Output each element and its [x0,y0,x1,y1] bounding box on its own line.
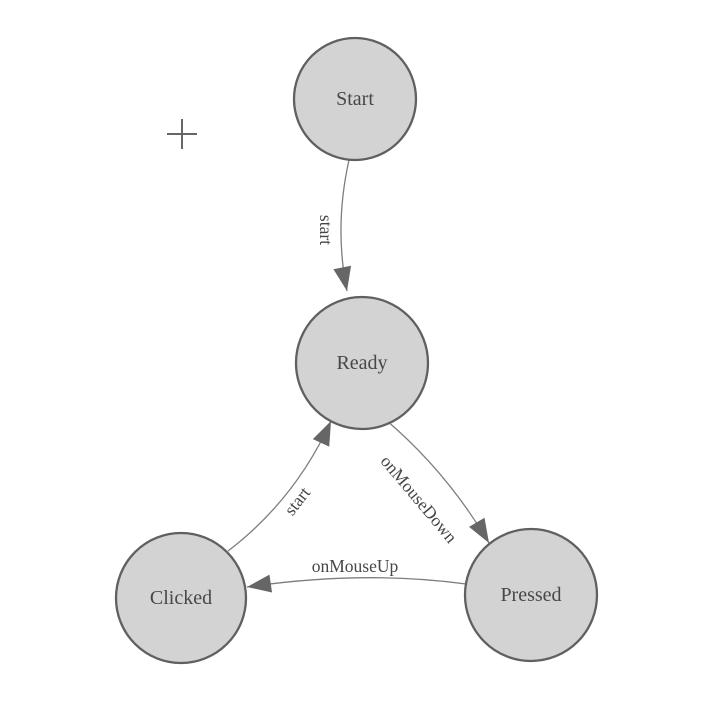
state-label-clicked: Clicked [150,587,212,609]
edge-line [227,420,332,552]
state-circle [292,36,418,162]
transition-edge-clicked-to-ready[interactable]: start [227,420,332,552]
edge-label-ready-to-pressed: onMouseDown [377,451,462,547]
arrowhead-icon [247,574,273,593]
arrowhead-icon [333,265,352,291]
transition-edge-ready-to-pressed[interactable]: onMouseDown [377,419,490,547]
edge-label-start-to-ready: start [316,215,336,245]
state-node-start[interactable]: Start [292,36,418,162]
arrowhead-icon [469,517,489,543]
state-circle [463,527,599,663]
state-node-ready[interactable]: Ready [294,295,430,431]
edge-label-pressed-to-clicked: onMouseUp [312,556,399,576]
edge-label-clicked-to-ready: start [280,483,314,519]
edge-line [246,577,467,588]
arrowhead-icon [312,421,331,447]
crosshair-icon [167,119,197,149]
state-label-start: Start [336,88,374,110]
state-circle [114,531,248,665]
state-label-pressed: Pressed [500,584,561,606]
state-label-ready: Ready [336,352,387,374]
state-circle [294,295,430,431]
transition-edge-pressed-to-clicked[interactable]: onMouseUp [246,556,467,593]
state-node-clicked[interactable]: Clicked [114,531,248,665]
transition-edge-start-to-ready[interactable]: start [316,159,352,292]
state-node-pressed[interactable]: Pressed [463,527,599,663]
